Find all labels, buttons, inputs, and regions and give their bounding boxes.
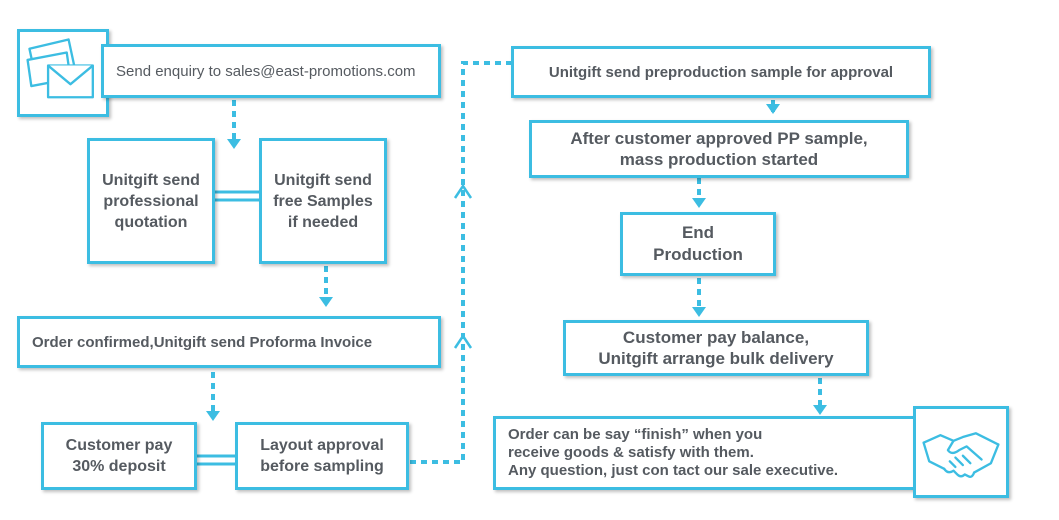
arrowhead-down (206, 411, 220, 421)
arrowhead-down (319, 297, 333, 307)
step-end-production-label: End Production (653, 223, 743, 264)
step-samples: Unitgift send free Samples if needed (259, 138, 387, 264)
step-layout-approval-label: Layout approval before sampling (260, 437, 384, 475)
step-order-confirmed: Order confirmed,Unitgift send Proforma I… (17, 316, 441, 368)
step-end-production: End Production (620, 212, 776, 276)
step-deposit-label: Customer pay 30% deposit (65, 437, 173, 475)
envelope-icon (17, 29, 109, 117)
step-samples-label: Unitgift send free Samples if needed (273, 171, 373, 231)
connector-layout-preproduction (410, 61, 513, 464)
step-balance: Customer pay balance, Unitgift arrange b… (563, 320, 869, 376)
step-enquiry: Send enquiry to sales@east-promotions.co… (101, 44, 441, 98)
arrowhead-down (692, 198, 706, 208)
step-order-confirmed-label: Order confirmed,Unitgift send Proforma I… (32, 333, 373, 351)
step-balance-label: Customer pay balance, Unitgift arrange b… (598, 328, 834, 368)
step-mass-production: After customer approved PP sample, mass … (529, 120, 909, 178)
handshake-icon (913, 406, 1009, 498)
step-preproduction-label: Unitgift send preproduction sample for a… (548, 63, 894, 81)
arrow-chevron-up (453, 333, 473, 349)
step-finish: Order can be say “finish” when you recei… (493, 416, 918, 490)
step-enquiry-label: Send enquiry to sales@east-promotions.co… (116, 62, 416, 80)
step-preproduction: Unitgift send preproduction sample for a… (511, 46, 931, 98)
arrowhead-down (227, 139, 241, 149)
arrowhead-down (766, 104, 780, 114)
step-deposit: Customer pay 30% deposit (41, 422, 197, 490)
step-layout-approval: Layout approval before sampling (235, 422, 409, 490)
arrow-chevron-up (453, 183, 473, 199)
step-finish-label: Order can be say “finish” when you recei… (508, 426, 839, 479)
step-quotation: Unitgift send professional quotation (87, 138, 215, 264)
step-quotation-label: Unitgift send professional quotation (102, 171, 200, 231)
arrowhead-down (813, 405, 827, 415)
step-mass-production-label: After customer approved PP sample, mass … (570, 129, 868, 169)
arrowhead-down (692, 307, 706, 317)
